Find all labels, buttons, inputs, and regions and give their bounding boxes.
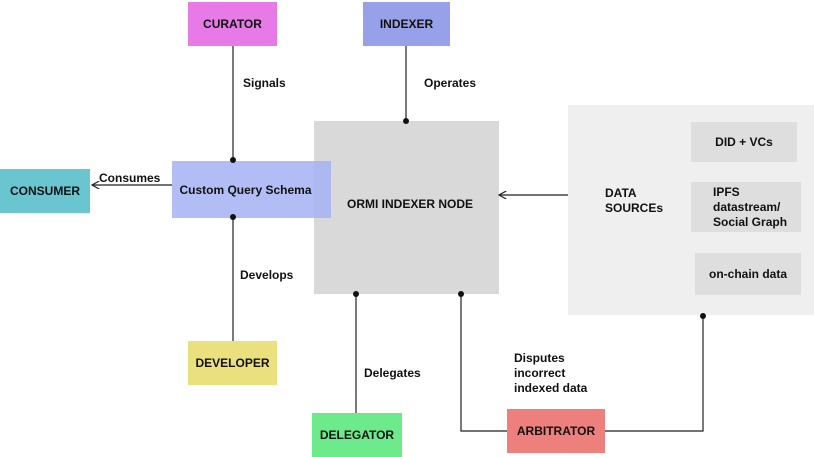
consumes-label: Consumes	[99, 171, 161, 185]
delegates-label: Delegates	[364, 366, 421, 380]
dot-onchain-bottom	[700, 313, 706, 319]
delegator-box[interactable]: DELEGATOR	[312, 413, 402, 457]
edge-arbitrator-node	[460, 295, 507, 432]
arbitrator-box[interactable]: ARBITRATOR	[507, 409, 605, 453]
curator-label: CURATOR	[203, 17, 262, 31]
dot-schema-bottom	[230, 214, 236, 220]
ipfs-source[interactable]: IPFS datastream/ Social Graph	[691, 182, 801, 232]
data-sources-label: DATA SOURCEs	[605, 186, 664, 215]
curator-box[interactable]: CURATOR	[188, 2, 277, 46]
ipfs-label: IPFS datastream/ Social Graph	[713, 184, 788, 229]
signals-label: Signals	[243, 76, 286, 90]
ormi-indexer-node[interactable]: ORMI INDEXER NODE	[314, 121, 499, 294]
did-vcs-label: DID + VCs	[715, 135, 773, 149]
indexer-box[interactable]: INDEXER	[363, 2, 450, 46]
dot-node-bottom-left	[353, 291, 359, 297]
develops-label: Develops	[240, 268, 294, 282]
custom-query-schema[interactable]: Custom Query Schema	[172, 161, 331, 218]
developer-label: DEVELOPER	[195, 356, 270, 370]
indexer-label: INDEXER	[379, 17, 434, 31]
delegator-label: DELEGATOR	[319, 428, 395, 442]
dot-schema-top	[230, 157, 236, 163]
did-vcs-source[interactable]: DID + VCs	[691, 122, 797, 162]
arbitrator-label: ARBITRATOR	[516, 424, 596, 438]
edge-arbitrator-onchain	[605, 316, 704, 432]
disputes-label: Disputes incorrect indexed data	[514, 351, 588, 395]
schema-label: Custom Query Schema	[179, 182, 312, 197]
ormi-node-label: ORMI INDEXER NODE	[347, 197, 474, 211]
developer-box[interactable]: DEVELOPER	[188, 341, 277, 385]
onchain-label: on-chain data	[708, 267, 787, 281]
dot-node-bottom-right	[458, 291, 464, 297]
operates-label: Operates	[424, 76, 477, 90]
onchain-source[interactable]: on-chain data	[695, 253, 801, 295]
dot-node-top	[403, 118, 409, 124]
consumer-box[interactable]: CONSUMER	[0, 169, 90, 213]
consumer-label: CONSUMER	[9, 184, 80, 198]
